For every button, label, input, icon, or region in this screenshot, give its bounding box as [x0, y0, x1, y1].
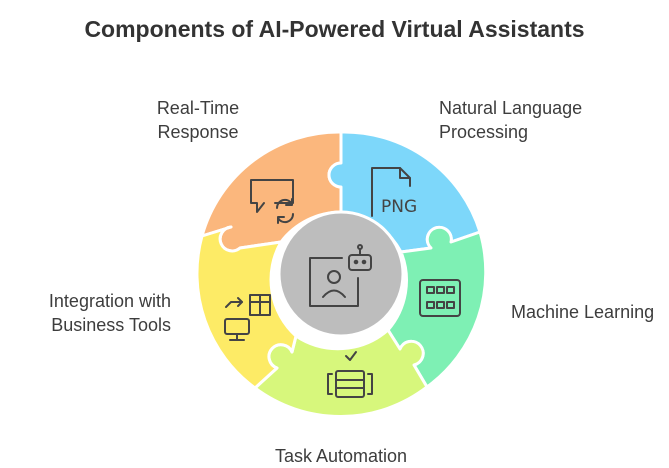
- label-line: Machine Learning: [511, 302, 655, 322]
- chat-refresh-icon: [250, 179, 295, 224]
- label-line: Integration with: [48, 291, 171, 311]
- label-line: Processing: [439, 122, 529, 142]
- png-file-label: PNG: [381, 197, 417, 217]
- label-line: Task Automation: [274, 446, 408, 466]
- label-machine-learning: Machine Learning: [511, 300, 669, 324]
- label-real-time-response: Real-Time Response: [118, 96, 278, 144]
- label-line: Natural Language: [439, 98, 583, 118]
- label-task-automation: Task Automation: [241, 444, 441, 468]
- center-hub: [277, 210, 405, 338]
- task-list-icon: [327, 351, 373, 398]
- integration-icon: [224, 294, 271, 341]
- grid-table-icon: [419, 279, 461, 317]
- label-line: Response: [157, 122, 239, 142]
- assistant-robot-icon: [309, 244, 372, 307]
- segment-integration: [195, 225, 298, 390]
- label-line: Business Tools: [51, 315, 171, 335]
- label-line: Real-Time: [156, 98, 240, 118]
- label-nlp: Natural Language Processing: [439, 96, 639, 144]
- diagram-title: Components of AI-Powered Virtual Assista…: [84, 16, 585, 42]
- png-file-icon: [371, 167, 411, 217]
- label-integration: Integration with Business Tools: [10, 289, 171, 337]
